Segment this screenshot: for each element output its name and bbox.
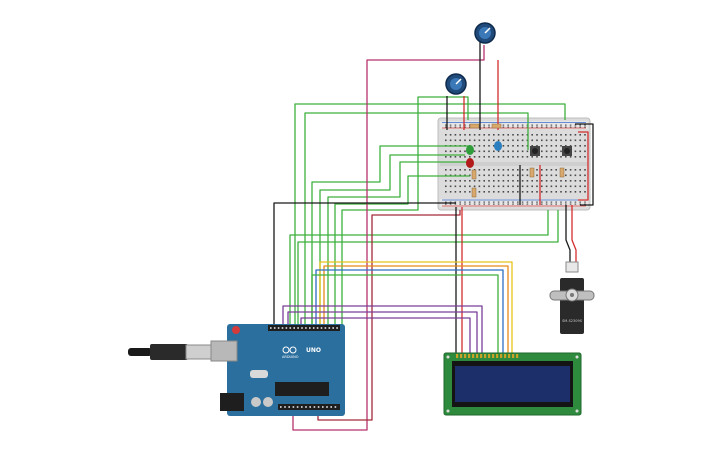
wire-black bbox=[575, 123, 594, 206]
wire-black bbox=[565, 205, 571, 262]
wire-purple bbox=[300, 317, 471, 356]
wire-blue bbox=[315, 269, 504, 356]
arduino-uno: UNO ARDUINO bbox=[210, 324, 345, 416]
wire-purple bbox=[287, 311, 478, 356]
wire-green bbox=[334, 175, 470, 326]
pushbuttons bbox=[530, 146, 572, 156]
wire-green bbox=[294, 103, 566, 326]
lcd-display bbox=[443, 352, 582, 416]
leds bbox=[466, 141, 502, 168]
resistors bbox=[469, 123, 565, 198]
breadboard-holes bbox=[445, 124, 586, 205]
wire-black bbox=[273, 202, 456, 326]
breadboard bbox=[437, 117, 591, 211]
green-led bbox=[466, 145, 474, 155]
wire-green bbox=[311, 145, 470, 326]
potentiometer-left bbox=[445, 73, 467, 95]
arduino-analog-header bbox=[280, 406, 337, 408]
wire-yellow bbox=[319, 261, 513, 356]
wire-red bbox=[578, 131, 589, 201]
wire-green bbox=[304, 112, 529, 326]
wire-green bbox=[297, 210, 559, 326]
wire-green bbox=[311, 274, 499, 356]
wires bbox=[273, 40, 594, 431]
wire-green bbox=[341, 96, 469, 326]
wire-magenta bbox=[292, 45, 485, 431]
blue-led bbox=[494, 141, 502, 151]
arduino-brand: UNO bbox=[306, 347, 321, 354]
wire-green bbox=[327, 161, 470, 326]
servo-label: SM-S2309S bbox=[562, 319, 583, 323]
wire-purple bbox=[282, 305, 483, 356]
wire-red bbox=[571, 205, 577, 262]
arduino-logo-icon bbox=[282, 346, 297, 354]
lcd-pins bbox=[456, 354, 519, 358]
wire-green bbox=[289, 210, 549, 326]
servo-motor: SM-S2309S bbox=[549, 261, 595, 334]
red-led bbox=[466, 158, 474, 168]
arduino-logo-text: ARDUINO bbox=[282, 355, 299, 359]
wire-orange bbox=[323, 265, 509, 356]
arduino-digital-header bbox=[270, 327, 338, 329]
potentiometer-top bbox=[474, 22, 496, 44]
usb-cable bbox=[128, 344, 213, 360]
